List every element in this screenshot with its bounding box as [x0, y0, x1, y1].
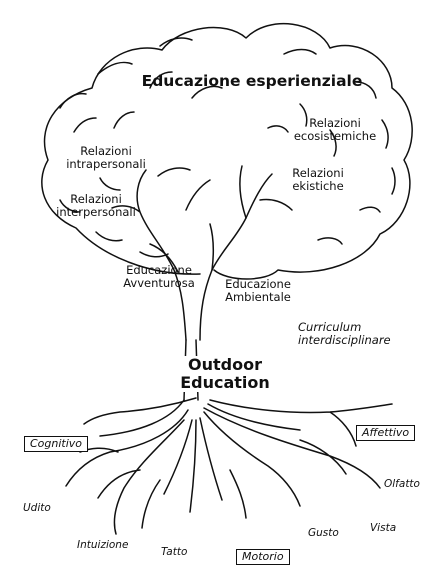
box-cognitivo: Cognitivo — [24, 436, 88, 452]
roots-outline — [66, 398, 392, 534]
label-relazioni-intrapersonali: Relazioni intrapersonali — [66, 145, 146, 171]
box-motorio: Motorio — [236, 549, 290, 565]
label-vista: Vista — [370, 523, 396, 535]
crown-title: Educazione esperienziale — [142, 73, 363, 90]
label-relazioni-ecosistemiche: Relazioni ecosistemiche — [294, 117, 376, 143]
box-affettivo: Affettivo — [356, 425, 415, 441]
label-intuizione: Intuizione — [77, 540, 128, 552]
label-udito: Udito — [23, 503, 51, 515]
label-tatto: Tatto — [161, 547, 187, 559]
label-relazioni-ekistiche: Relazioni ekistiche — [292, 167, 344, 193]
label-educazione-ambientale: Educazione Ambientale — [225, 278, 291, 304]
label-relazioni-interpersonali: Relazioni interpersonali — [56, 193, 136, 219]
label-curriculum-interdisciplinare: Curriculum interdisciplinare — [298, 321, 391, 347]
trunk-title: Outdoor Education — [178, 356, 272, 392]
label-gusto: Gusto — [308, 528, 339, 540]
label-educazione-avventurosa: Educazione Avventurosa — [123, 264, 195, 290]
label-olfatto: Olfatto — [384, 479, 420, 491]
